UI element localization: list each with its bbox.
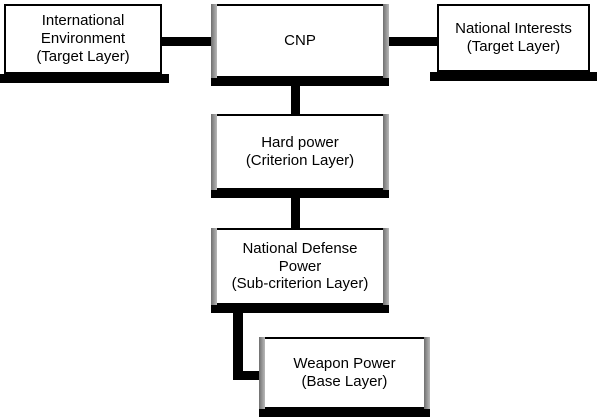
node-national-defense-power-shadow-bottom [211,305,389,313]
node-hard-power-bevel-right [383,114,389,190]
node-cnp[interactable]: CNP [217,4,383,78]
connector-cnp-to-hard-power [291,78,300,118]
node-cnp-bevel-right [383,4,389,78]
node-cnp-bevel-left [211,4,217,78]
node-cnp-shadow-bottom [211,78,389,86]
node-national-interests[interactable]: National Interests (Target Layer) [430,4,597,81]
node-national-interests-label: National Interests (Target Layer) [455,20,572,55]
node-international-environment-label: International Environment (Target Layer) [36,12,130,65]
node-hard-power-bevel-left [211,114,217,190]
connector-national-defense-power-to-weapon-power-horizontal [233,371,268,380]
node-weapon-power-bevel-left [259,337,265,409]
connector-national-interests-to-cnp [381,37,439,46]
connector-hard-power-to-national-defense-power [291,190,300,232]
node-cnp-label: CNP [284,32,316,50]
node-weapon-power-label: Weapon Power (Base Layer) [293,355,396,390]
node-international-environment[interactable]: International Environment (Target Layer) [0,4,169,83]
connector-national-defense-power-to-weapon-power-vertical [233,305,243,380]
connector-international-environment-to-cnp [159,37,215,46]
node-hard-power-label: Hard power (Criterion Layer) [245,134,355,169]
node-hard-power[interactable]: Hard power (Criterion Layer) [217,114,383,190]
node-national-defense-power-label: National Defense Power (Sub-criterion La… [231,239,369,293]
node-hard-power-shadow-bottom [211,190,389,198]
node-national-defense-power[interactable]: National Defense Power (Sub-criterion La… [217,228,383,305]
node-weapon-power-bevel-right [424,337,430,409]
node-weapon-power-shadow-bottom [259,409,430,417]
node-national-defense-power-bevel-right [383,228,389,305]
node-weapon-power[interactable]: Weapon Power (Base Layer) [265,337,424,409]
node-national-defense-power-bevel-left [211,228,217,305]
